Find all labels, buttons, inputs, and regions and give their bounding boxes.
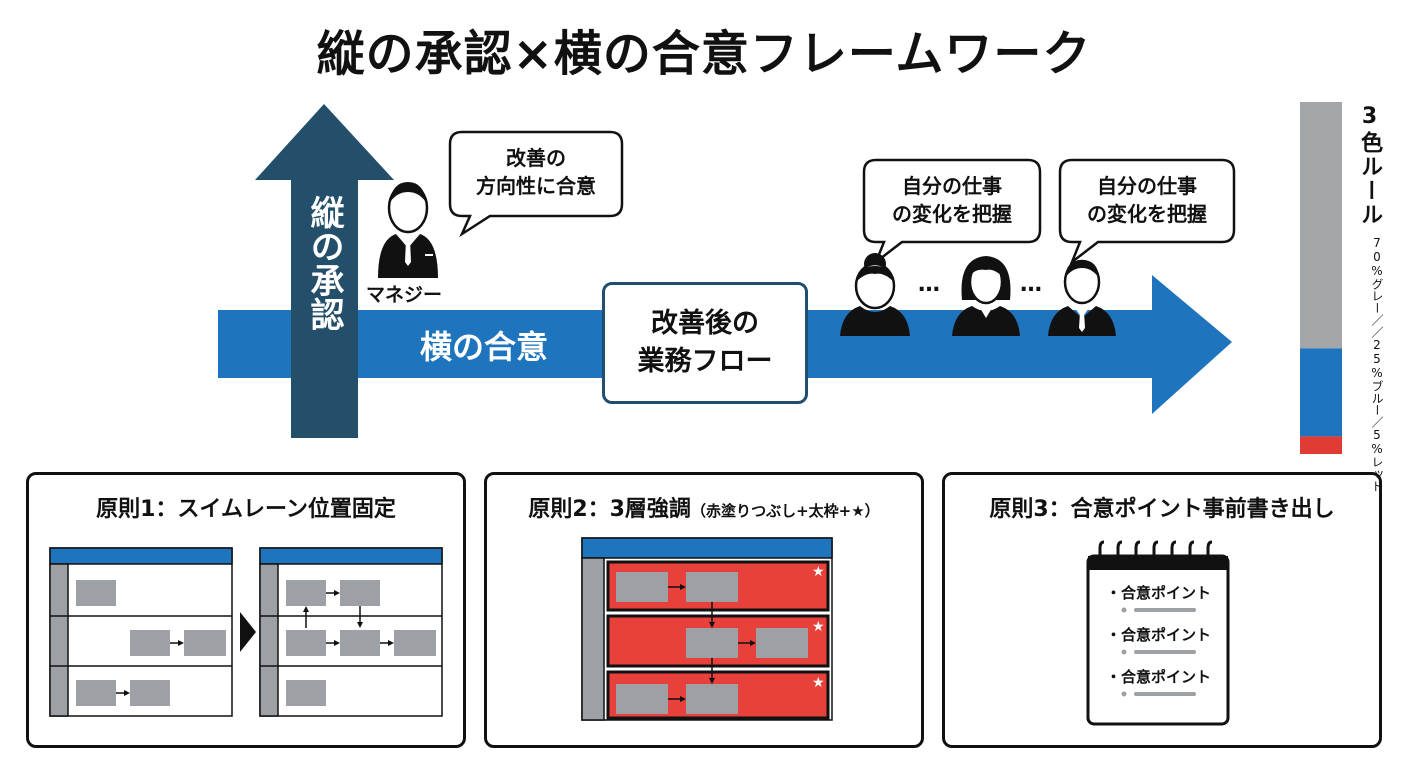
member-speech-bubble-2 (1058, 158, 1236, 266)
member-speech-bubble-1 (862, 158, 1042, 266)
horizontal-consensus-label: 横の合意 (420, 328, 549, 366)
swimlane-emphasized (581, 537, 833, 721)
ellipsis-2: … (1020, 272, 1042, 297)
member-bubble-2-line-2: の変化を把握 (1087, 202, 1207, 226)
notepad-item-1: ・合意ポイント (1106, 584, 1212, 602)
color-rule-segment-1 (1300, 102, 1342, 349)
manager-bubble-line-2: 方向性に合意 (476, 174, 596, 198)
flow-box-line-2: 業務フロー (637, 346, 773, 377)
member-bubble-1-line-1: 自分の仕事 (902, 174, 1002, 198)
member-bubble-1-line-2: の変化を把握 (892, 202, 1012, 226)
member-bubble-2-line-1: 自分の仕事 (1097, 174, 1197, 198)
ellipsis-1: … (918, 272, 940, 297)
color-rule-title: 3色ルール (1357, 104, 1382, 227)
transition-arrow-icon (240, 612, 256, 652)
color-rule-segment-2 (1300, 348, 1342, 437)
member-bubble-text-2: 自分の仕事 の変化を把握 (1060, 172, 1234, 228)
flow-box-line-1: 改善後の (651, 308, 759, 339)
manager-label: マネジー (366, 284, 443, 306)
notepad-item-3: ・合意ポイント (1106, 668, 1212, 686)
star-icon-3: ★ (812, 675, 825, 691)
swimlane-before (49, 547, 233, 717)
improved-workflow-box: 改善後の 業務フロー (602, 282, 808, 404)
member-woman-icon (840, 253, 910, 336)
vertical-approval-label: 縦の承認 (304, 195, 344, 331)
color-rule-bar (1300, 102, 1342, 454)
star-icon-2: ★ (812, 619, 825, 635)
manager-icon (378, 182, 438, 278)
color-rule-detail: 70%グレー／／25%ブルー／5%レッド (1370, 236, 1384, 492)
member-woman-long-hair-icon (952, 256, 1020, 336)
vertical-arrow (255, 104, 394, 438)
notepad-item-2: ・合意ポイント (1106, 626, 1212, 644)
manager-bubble-text: 改善の 方向性に合意 (450, 144, 622, 200)
manager-bubble-line-1: 改善の (506, 146, 566, 170)
manager-speech-bubble (448, 130, 624, 238)
color-rule-segment-3 (1300, 436, 1342, 454)
page-title: 縦の承認×横の合意フレームワーク (316, 26, 1092, 82)
swimlane-after (259, 547, 443, 717)
star-icon-1: ★ (812, 564, 825, 580)
member-bubble-text-1: 自分の仕事 の変化を把握 (864, 172, 1040, 228)
member-man-icon (1048, 259, 1116, 336)
notepad-icon (1086, 540, 1230, 726)
